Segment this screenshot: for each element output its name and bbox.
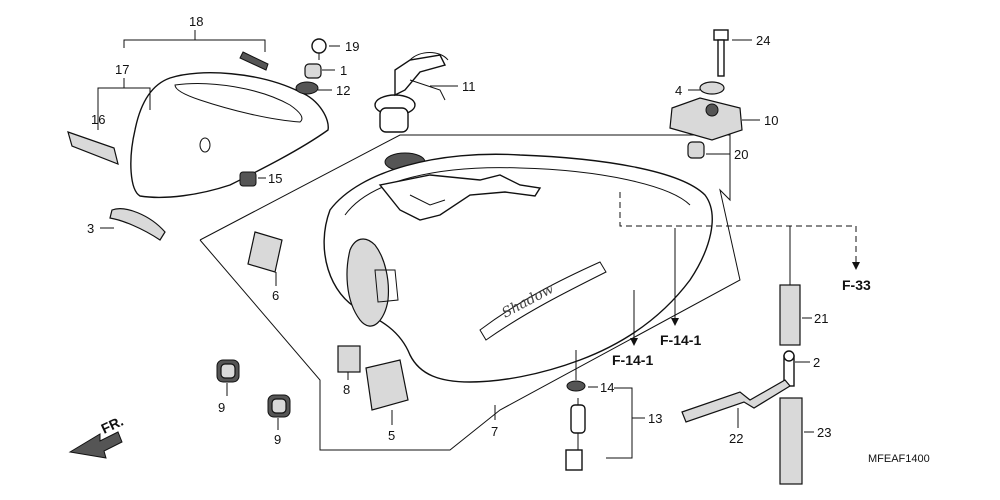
tank-cover-part-17 bbox=[130, 72, 329, 199]
bracket-13 bbox=[606, 387, 633, 459]
grommet-part-12 bbox=[295, 81, 319, 95]
pad-strip-part-18 bbox=[239, 51, 269, 71]
label-part-5 bbox=[365, 359, 409, 411]
washer-part-4 bbox=[699, 81, 725, 95]
callout-19: 19 bbox=[345, 39, 359, 54]
callout-2: 2 bbox=[813, 355, 820, 370]
arrow-f141b bbox=[630, 338, 638, 346]
front-direction-arrow bbox=[68, 431, 123, 459]
callout-15: 15 bbox=[268, 171, 282, 186]
bolt-part-24 bbox=[713, 29, 729, 77]
collar-part-20 bbox=[687, 141, 705, 159]
ref-line-f33 bbox=[619, 192, 857, 265]
callout-14: 14 bbox=[600, 380, 614, 395]
callout-17: 17 bbox=[115, 62, 129, 77]
collar-part-1 bbox=[304, 63, 322, 79]
hose-part-23 bbox=[779, 397, 803, 485]
ref-f141a: F-14-1 bbox=[660, 332, 701, 348]
fuel-tank-part-7 bbox=[323, 153, 713, 383]
rubber-part-15 bbox=[239, 171, 257, 187]
callout-4: 4 bbox=[675, 83, 682, 98]
bracket-18 bbox=[123, 39, 266, 52]
callout-23: 23 bbox=[817, 425, 831, 440]
callout-11: 11 bbox=[462, 79, 476, 94]
rubber-part-9b bbox=[267, 394, 291, 418]
bolt-part-19 bbox=[311, 38, 327, 60]
callout-1: 1 bbox=[340, 63, 347, 78]
ref-f33: F-33 bbox=[842, 277, 871, 293]
arrow-f33 bbox=[852, 262, 860, 270]
tube-part-22 bbox=[681, 379, 791, 423]
callout-18: 18 bbox=[189, 14, 203, 29]
fuel-cap-part-11 bbox=[374, 52, 449, 133]
callout-24: 24 bbox=[756, 33, 770, 48]
diagram-code: MFEAF1400 bbox=[868, 453, 930, 465]
callout-13: 13 bbox=[648, 411, 662, 426]
callout-7: 7 bbox=[491, 424, 498, 439]
arrow-f141a bbox=[671, 318, 679, 326]
tank-group-outline bbox=[199, 134, 741, 451]
ref-f141b: F-14-1 bbox=[612, 352, 653, 368]
callout-10: 10 bbox=[764, 113, 778, 128]
callout-20: 20 bbox=[734, 147, 748, 162]
callout-3: 3 bbox=[87, 221, 94, 236]
label-part-6 bbox=[247, 231, 283, 273]
callout-8: 8 bbox=[343, 382, 350, 397]
callout-21: 21 bbox=[814, 311, 828, 326]
mount-rubber-part-3 bbox=[109, 208, 166, 241]
callout-6: 6 bbox=[272, 288, 279, 303]
cover-pad-part-16 bbox=[67, 131, 119, 165]
callout-9b: 9 bbox=[274, 432, 281, 447]
hose-part-21 bbox=[779, 284, 801, 346]
callout-5: 5 bbox=[388, 428, 395, 443]
rubber-part-9a bbox=[216, 359, 240, 383]
callout-22: 22 bbox=[729, 431, 743, 446]
rubber-block-part-10 bbox=[669, 97, 743, 141]
fuel-unit-part-13 bbox=[565, 398, 586, 471]
callout-16: 16 bbox=[91, 112, 105, 127]
callout-9a: 9 bbox=[218, 400, 225, 415]
callout-12: 12 bbox=[336, 83, 350, 98]
packing-part-14 bbox=[566, 380, 586, 392]
label-part-8 bbox=[337, 345, 361, 373]
direction-label: FR. bbox=[99, 413, 126, 437]
